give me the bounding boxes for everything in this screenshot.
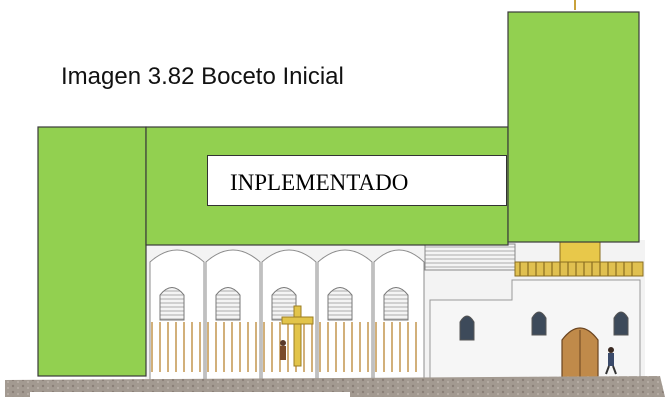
person-icon — [605, 347, 617, 375]
green-block-group — [37, 11, 640, 377]
figure-caption: Imagen 3.82 Boceto Inicial — [61, 63, 344, 90]
green-block-left — [37, 126, 147, 377]
green-block-right — [507, 11, 640, 243]
church-facade — [5, 0, 665, 397]
cross-icon — [281, 305, 314, 367]
person-icon — [280, 340, 286, 360]
implemented-label: INPLEMENTADO — [207, 155, 507, 206]
